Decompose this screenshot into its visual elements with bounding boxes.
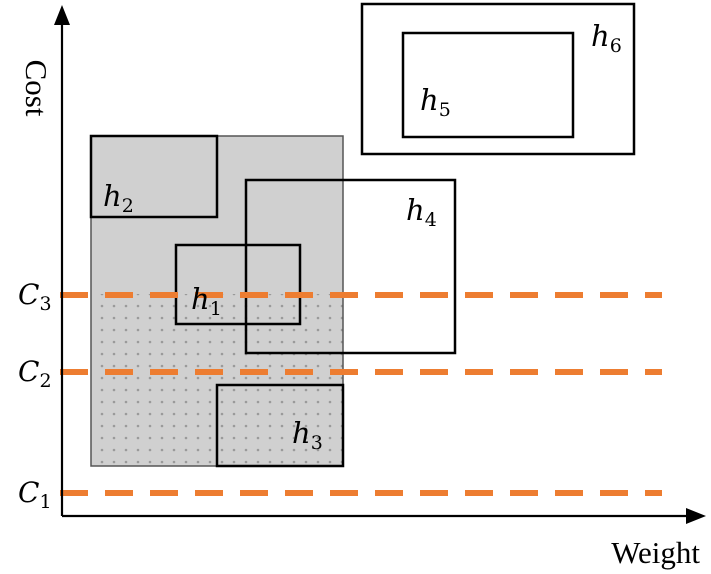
x-axis-arrow-icon <box>686 508 706 524</box>
h2-box <box>89 134 219 219</box>
h1-label: h1 <box>191 282 222 320</box>
c2-label: C2 <box>18 355 52 392</box>
h1-box <box>174 243 302 326</box>
h6-label: h6 <box>591 19 622 57</box>
c1-label: C1 <box>18 476 52 513</box>
h4-box <box>244 178 457 355</box>
y-axis-title: Cost <box>19 60 54 117</box>
h4-label: h4 <box>406 193 437 231</box>
h5-box <box>401 31 575 139</box>
h3-box <box>215 383 345 468</box>
h3-label: h3 <box>292 416 323 454</box>
c3-label: C3 <box>18 278 52 315</box>
h2-label: h2 <box>103 179 134 217</box>
x-axis-title: Weight <box>611 535 700 570</box>
h5-label: h5 <box>420 83 451 121</box>
y-axis-arrow-icon <box>54 5 70 25</box>
h6-box <box>360 2 636 156</box>
